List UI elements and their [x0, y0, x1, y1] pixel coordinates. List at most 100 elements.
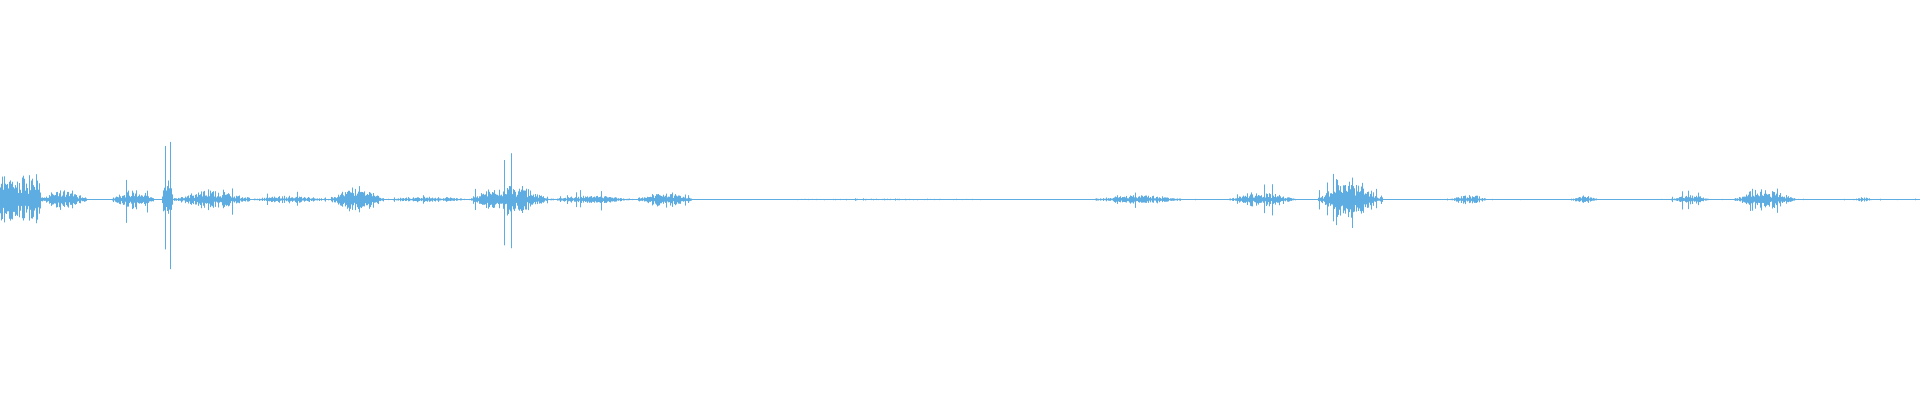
waveform-sample [455, 199, 456, 200]
waveform-sample [588, 197, 589, 202]
waveform-sample [816, 198, 817, 201]
waveform-sample [261, 198, 262, 201]
waveform-sample [1150, 197, 1151, 203]
waveform-sample [1771, 197, 1772, 202]
waveform-sample [1795, 198, 1796, 201]
waveform-sample [1467, 197, 1468, 202]
waveform-sample [274, 196, 275, 203]
waveform-sample [353, 193, 354, 206]
waveform-sample [1290, 197, 1291, 201]
waveform-sample [1373, 192, 1374, 206]
waveform-sample [182, 197, 183, 202]
waveform-sample [660, 195, 661, 204]
waveform-sample [1343, 185, 1344, 214]
waveform-sample [1456, 197, 1457, 202]
waveform-sample [478, 198, 479, 202]
waveform-sample [1774, 192, 1775, 208]
waveform-sample [136, 190, 137, 210]
waveform-sample [1142, 195, 1143, 203]
waveform-sample [222, 195, 223, 206]
waveform-sample [377, 195, 378, 204]
waveform-sample [341, 193, 342, 206]
waveform-sample [808, 198, 809, 201]
waveform-sample [416, 197, 417, 202]
waveform-sample [40, 192, 41, 209]
waveform-sample [1741, 198, 1742, 201]
waveform-sample [1790, 197, 1791, 202]
waveform-sample [510, 186, 511, 212]
waveform-sample [1139, 196, 1140, 203]
waveform-sample [16, 187, 17, 215]
waveform-sample [1323, 198, 1324, 201]
waveform-sample [1378, 198, 1379, 201]
waveform-sample [1473, 197, 1474, 202]
waveform-sample [1744, 196, 1745, 203]
waveform-sample [1466, 198, 1467, 201]
waveform-sample [324, 198, 325, 201]
waveform-sample [591, 196, 592, 203]
waveform-sample [1284, 198, 1285, 201]
waveform-sample [1128, 198, 1129, 202]
waveform-sample [897, 198, 898, 201]
waveform-sample [397, 198, 398, 201]
waveform-sample [500, 195, 501, 204]
waveform-sample [1121, 198, 1122, 201]
waveform-sample [46, 196, 47, 203]
waveform-sample [372, 196, 373, 203]
waveform-sample [279, 196, 280, 203]
waveform-sample [1792, 198, 1793, 202]
waveform-sample [522, 186, 523, 213]
waveform-sample [1283, 196, 1284, 204]
waveform-sample [181, 197, 182, 203]
waveform-sample [304, 197, 305, 202]
waveform-sample [583, 195, 584, 203]
waveform-sample [167, 186, 168, 211]
waveform-sample [237, 196, 238, 203]
waveform-sample [273, 198, 274, 201]
waveform-sample [846, 198, 847, 201]
waveform-sample [114, 198, 115, 201]
waveform-sample [653, 195, 654, 205]
waveform-sample [863, 198, 864, 201]
waveform-sample [1161, 198, 1162, 201]
waveform-sample [1210, 199, 1211, 200]
waveform-sample [1336, 179, 1337, 226]
waveform-sample [895, 198, 896, 201]
waveform-sample [876, 198, 877, 201]
waveform-sample [691, 198, 692, 201]
waveform-sample [1371, 190, 1372, 210]
waveform-sample [487, 196, 488, 203]
waveform-sample [1880, 198, 1881, 201]
waveform-sample [17, 181, 18, 216]
waveform-sample [300, 197, 301, 203]
waveform-sample [1778, 197, 1779, 202]
waveform-sample [388, 198, 389, 201]
waveform-sample [225, 194, 226, 205]
waveform-sample [1133, 195, 1134, 204]
waveform-sample [1256, 193, 1257, 206]
waveform-sample [824, 199, 825, 201]
waveform-sample [1114, 197, 1115, 202]
waveform-sample [14, 188, 15, 212]
waveform-sample [1243, 195, 1244, 203]
waveform-sample [1289, 197, 1290, 202]
waveform-sample [199, 194, 200, 204]
waveform-sample [531, 195, 532, 205]
waveform-sample [171, 188, 172, 210]
waveform-sample [140, 196, 141, 204]
waveform-sample [1234, 198, 1235, 201]
waveform-sample [1482, 198, 1483, 202]
waveform-sample [53, 194, 54, 205]
waveform-sample [37, 180, 38, 220]
waveform-sample [354, 195, 355, 203]
waveform-sample [546, 198, 547, 201]
waveform-sample [1705, 198, 1706, 201]
waveform-samples [0, 141, 1916, 270]
waveform-sample [380, 197, 381, 202]
waveform-sample [498, 195, 499, 205]
waveform-sample [1701, 198, 1702, 201]
waveform-sample [598, 197, 599, 202]
waveform-sample [355, 188, 356, 211]
waveform-sample [1162, 196, 1163, 203]
waveform-sample [34, 186, 35, 211]
